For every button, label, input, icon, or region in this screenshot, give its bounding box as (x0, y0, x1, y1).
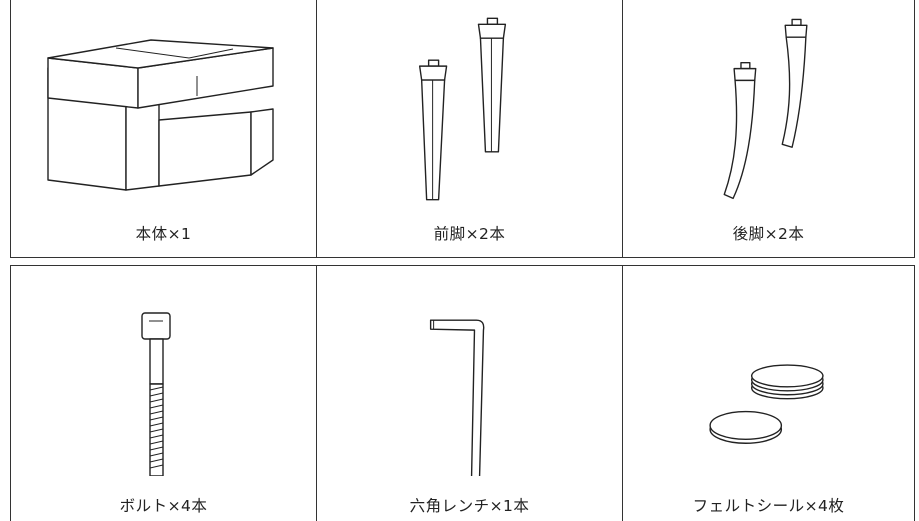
parts-row-bottom: ボルト×4本 六角レンチ×1本 フェルトシール×4枚 (10, 265, 915, 521)
part-label: 本体×1 (135, 225, 192, 243)
part-label: 後脚×2本 (732, 225, 805, 243)
front-legs-icon (418, 17, 507, 201)
felt-pad-icon (709, 364, 824, 444)
desk-body-icon (47, 39, 274, 191)
part-cell-body: 本体×1 (11, 0, 316, 257)
part-cell-bolt: ボルト×4本 (11, 266, 316, 521)
part-label: フェルトシール×4枚 (692, 497, 845, 515)
part-cell-felt-pads: フェルトシール×4枚 (622, 266, 914, 521)
part-cell-hex-wrench: 六角レンチ×1本 (316, 266, 622, 521)
back-legs-icon (723, 18, 808, 200)
part-label: ボルト×4本 (119, 497, 208, 515)
part-label: 六角レンチ×1本 (409, 497, 530, 515)
parts-row-top: 本体×1 前脚×2本 後脚×2本 (10, 0, 915, 258)
part-cell-back-legs: 後脚×2本 (622, 0, 914, 257)
bolt-icon (141, 312, 171, 476)
hex-wrench-icon (429, 319, 485, 476)
part-cell-front-legs: 前脚×2本 (316, 0, 622, 257)
part-label: 前脚×2本 (433, 225, 506, 243)
